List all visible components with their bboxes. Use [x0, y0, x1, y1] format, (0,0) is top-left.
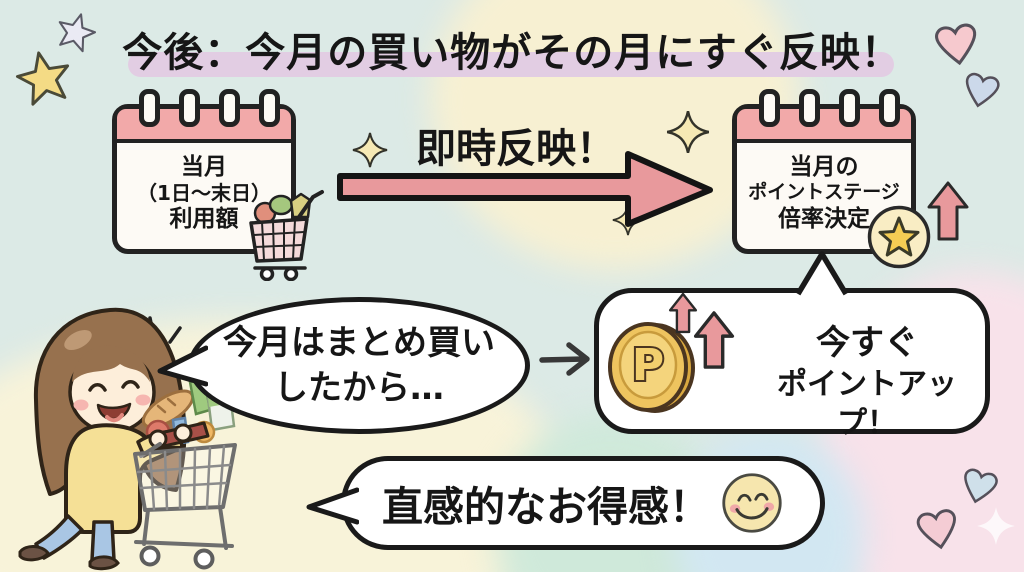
sparkle-white-icon	[977, 507, 1015, 545]
shoe	[18, 545, 50, 562]
reason-line2: したから…	[274, 367, 444, 408]
up-arrow-icon	[668, 292, 698, 334]
star-badge-icon	[867, 205, 931, 269]
heart-pink-icon	[935, 23, 977, 66]
heart-pink-icon	[916, 509, 957, 550]
speech-tail-up	[795, 251, 849, 296]
reason-line1: 今月はまとめ買い	[223, 323, 495, 364]
connector-arrow-icon	[539, 342, 590, 376]
speech-bubble-reason: 今月はまとめ買い したから…	[188, 297, 530, 434]
star-white-icon	[58, 13, 97, 53]
page-title: 今後：今月の買い物がその月にすぐ反映！	[122, 30, 902, 76]
leg-front	[90, 520, 116, 562]
calendar-ring-icon	[219, 89, 240, 127]
calendar-point-stage: 当月の ポイントステージ 倍率決定	[732, 89, 916, 254]
calendar-ring-icon	[139, 89, 160, 127]
flow-arrow-icon	[337, 151, 713, 227]
closed-eyes	[88, 380, 140, 392]
result-line2: ポイントアップ！	[777, 367, 957, 442]
calendar-left-line2: （1日〜末日）	[137, 180, 271, 205]
calendar-ring-icon	[839, 89, 860, 127]
calendar-ring-icon	[879, 89, 900, 127]
up-arrow-icon	[693, 311, 735, 369]
point-coin-icon: P	[608, 322, 695, 413]
speech-tail	[157, 345, 208, 387]
bangs	[72, 345, 150, 382]
calendar-ring-icon	[799, 89, 820, 127]
heart-blue-icon	[964, 468, 998, 504]
flow-arrow-label: 即時反映！	[416, 126, 616, 172]
speech-tail	[306, 487, 359, 525]
sparkle-icon	[666, 110, 710, 154]
heart-blue-icon	[965, 72, 1000, 108]
summary-text: 直感的なお得感！	[382, 483, 710, 531]
result-line1: 今すぐ	[816, 323, 918, 363]
calendar-ring-icon	[759, 89, 780, 127]
speech-bubble-summary: 直感的なお得感！	[341, 456, 825, 550]
shopping-cart	[133, 442, 237, 570]
calendar-right-line1: 当月の	[789, 154, 859, 181]
calendar-left-line3: 利用額	[169, 206, 239, 233]
calendar-right-line2: ポイントステージ	[748, 181, 900, 204]
sparkle-icon	[352, 132, 388, 168]
star-yellow-icon	[15, 51, 70, 106]
hand	[173, 423, 193, 443]
calendar-right-line3: 倍率決定	[778, 205, 870, 232]
calendar-ring-icon	[179, 89, 200, 127]
coin-letter: P	[632, 340, 664, 391]
up-arrow-icon	[927, 181, 969, 241]
title-underline-highlight	[128, 52, 894, 77]
calendar-ring-icon	[259, 89, 280, 127]
smiley-icon	[722, 473, 782, 533]
grocery-cart-icon	[249, 190, 324, 281]
calendar-left-line1: 当月	[181, 153, 227, 180]
shoe	[88, 555, 120, 571]
